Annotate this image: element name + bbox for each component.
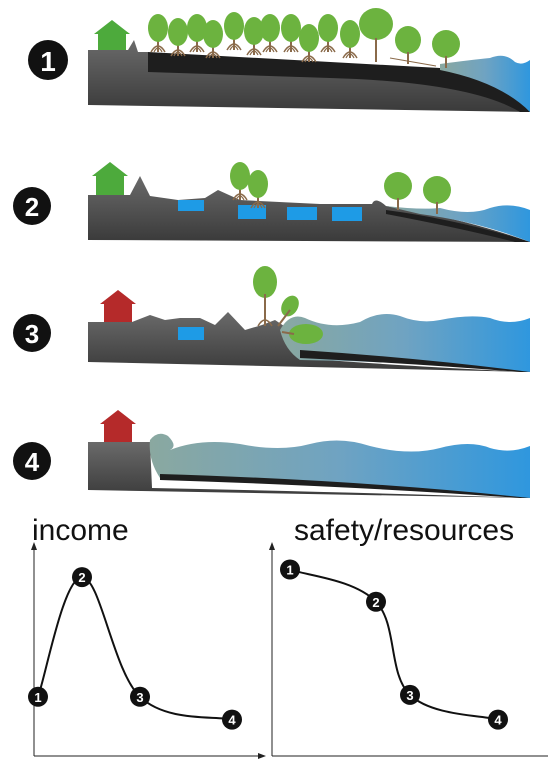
land-4 — [88, 442, 530, 498]
income-point-label-2: 2 — [78, 570, 85, 585]
safety-point-2 — [366, 591, 386, 612]
panel-2: 2 — [13, 161, 530, 242]
income-point-1 — [28, 686, 48, 707]
mangrove-forest-1 — [147, 8, 460, 68]
safety-points: 1 2 3 4 — [280, 559, 508, 730]
safety-point-label-3: 3 — [406, 688, 413, 703]
income-point-3 — [130, 686, 150, 707]
house-3 — [100, 290, 136, 322]
safety-point-1 — [280, 559, 300, 580]
falling-trees-3 — [253, 266, 323, 344]
shrimp-pond-3 — [178, 327, 204, 340]
panel-number-1: 1 — [40, 46, 56, 77]
safety-chart-title: safety/resources — [294, 514, 514, 547]
income-point-label-3: 3 — [136, 690, 143, 705]
panel-number-2: 2 — [25, 192, 39, 222]
house-4 — [100, 410, 136, 442]
income-chart: income 1 2 3 4 — [28, 514, 266, 759]
income-point-2 — [72, 567, 92, 588]
shrimp-ponds-2 — [178, 200, 362, 221]
panel-3: 3 — [13, 266, 530, 372]
water-1 — [440, 55, 530, 112]
house-2 — [92, 162, 128, 195]
safety-point-label-1: 1 — [286, 563, 293, 578]
income-point-label-4: 4 — [228, 713, 236, 728]
water-4 — [149, 433, 530, 498]
income-chart-title: income — [32, 514, 129, 547]
safety-point-label-2: 2 — [372, 595, 379, 610]
remaining-trees-2 — [229, 161, 451, 214]
house-1 — [94, 20, 130, 50]
safety-chart: safety/resources 1 2 3 4 — [269, 514, 548, 757]
income-points: 1 2 3 4 — [28, 567, 242, 730]
panel-1: 1 — [28, 8, 530, 112]
panel-number-3: 3 — [25, 319, 39, 349]
safety-point-label-4: 4 — [494, 713, 502, 728]
water-2 — [386, 205, 530, 242]
panel-number-4: 4 — [25, 447, 40, 477]
income-series-line — [37, 576, 233, 721]
panel-marker-2 — [13, 187, 51, 225]
panel-marker-4 — [13, 442, 51, 480]
safety-point-4 — [488, 709, 508, 730]
safety-series-line — [289, 568, 499, 721]
income-point-4 — [222, 709, 242, 730]
income-point-label-1: 1 — [34, 690, 41, 705]
panel-4: 4 — [13, 410, 530, 498]
panel-marker-3 — [13, 314, 51, 352]
safety-point-3 — [400, 684, 420, 705]
mud-1 — [148, 52, 530, 112]
panel-marker-1 — [28, 40, 68, 80]
